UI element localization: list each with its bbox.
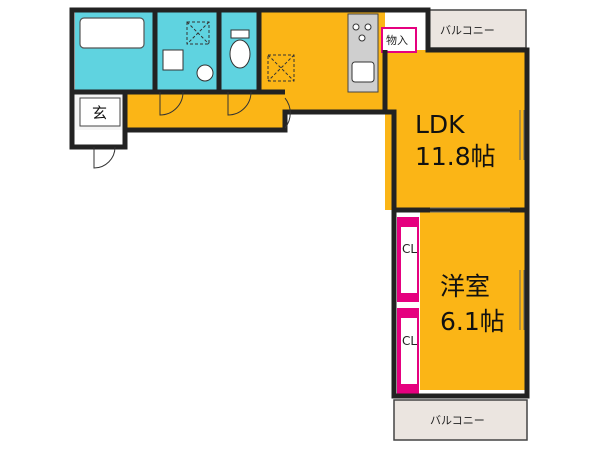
doors (93, 91, 291, 169)
closet-lower-label: CL (402, 334, 417, 348)
balcony-top (427, 9, 527, 49)
ldk-floor (385, 50, 527, 210)
ldk-size: 11.8帖 (415, 142, 496, 171)
walls (69, 7, 530, 399)
western-room-size: 6.1帖 (440, 307, 505, 336)
washbasin-icon (196, 64, 214, 82)
storage-label: 物入 (386, 33, 408, 47)
windows (430, 110, 525, 330)
washing-machine-icon (162, 49, 184, 71)
closet-lower-inner (401, 318, 417, 384)
ldk-name: LDK (415, 110, 465, 139)
entrance-label: 玄 (92, 104, 107, 122)
toilet-icon (229, 39, 251, 69)
entrance-box (79, 97, 121, 127)
balcony-bottom-label: バルコニー (430, 414, 485, 427)
kitchen-vent-icon (267, 54, 295, 82)
bathtub-icon (79, 17, 145, 49)
storage-closet (381, 27, 417, 53)
closet-upper-inner (401, 227, 417, 293)
stove-icon (352, 23, 360, 31)
western-room-name: 洋室 (440, 272, 490, 301)
vent-icon (186, 21, 210, 45)
balcony-bottom (393, 399, 528, 441)
corridor-floor (125, 92, 285, 130)
western-room-floor (420, 210, 527, 390)
closet-upper-label: CL (402, 242, 417, 256)
balcony-top-label: バルコニー (440, 24, 495, 37)
kitchen-sink-icon (351, 61, 375, 83)
